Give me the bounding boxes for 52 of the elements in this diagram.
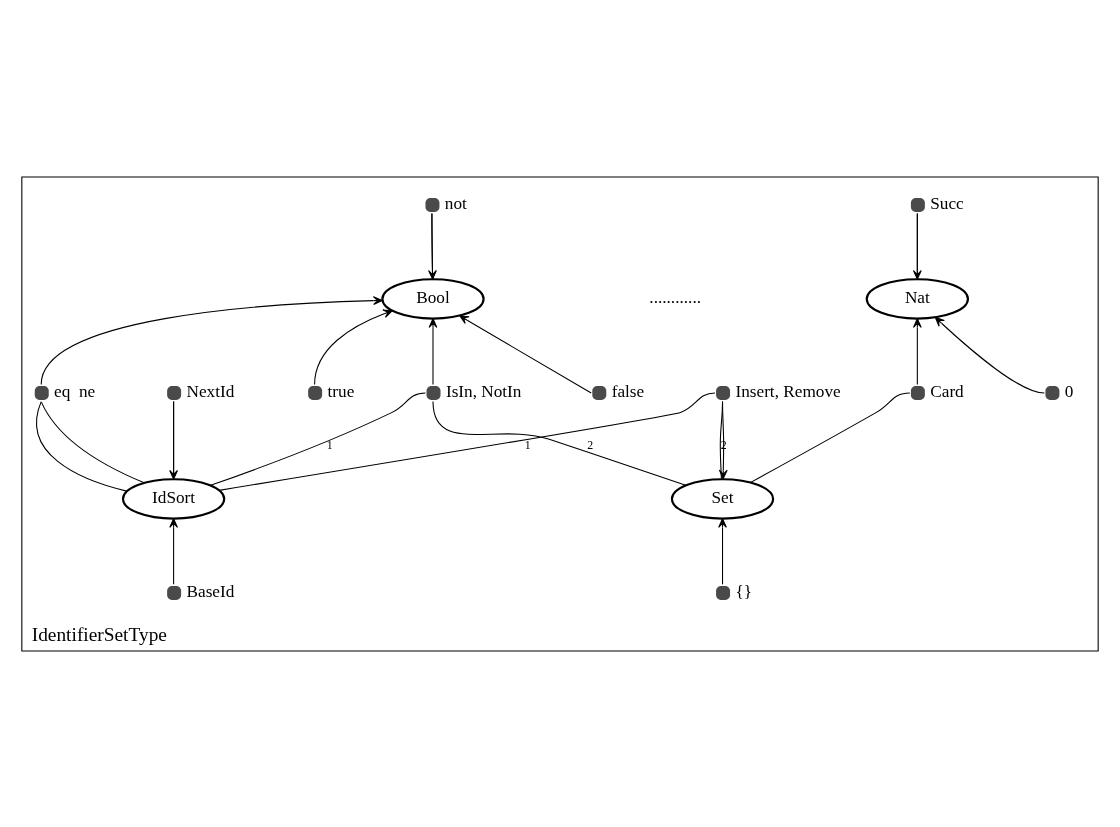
- node-label: true: [327, 381, 355, 401]
- arrow: [718, 517, 727, 585]
- node-label: ne: [78, 381, 96, 401]
- node-circle: [308, 385, 323, 400]
- arrow: [718, 400, 728, 479]
- arrow: [169, 400, 178, 480]
- label: ............: [649, 287, 701, 307]
- node-label: BaseId: [186, 581, 235, 601]
- node-ellipse: Nat: [865, 277, 969, 320]
- node-label: Succ: [930, 193, 964, 213]
- node-label: eq: [54, 381, 71, 401]
- arrow: [428, 212, 437, 280]
- connector: [218, 391, 716, 491]
- arrow: [428, 317, 438, 385]
- arrow: [40, 295, 383, 385]
- arrow: [169, 517, 178, 585]
- node-circle: [716, 385, 731, 400]
- node-label: Insert, Remove: [735, 381, 841, 401]
- edge-label: 2: [720, 437, 727, 452]
- node-ellipse: Set: [670, 477, 775, 520]
- arrow: [912, 212, 922, 280]
- node-circle: [425, 197, 440, 212]
- node-label: not: [444, 193, 467, 213]
- node-label: IsIn, NotIn: [445, 381, 522, 401]
- arrow: [934, 316, 1045, 394]
- node-circle: [910, 197, 925, 212]
- edge-label: 2: [587, 437, 594, 452]
- node-circle: [167, 585, 182, 600]
- node-ellipse: IdSort: [121, 477, 226, 520]
- node-label: false: [611, 381, 645, 401]
- node-label: NextId: [186, 381, 235, 401]
- node-circle: [1045, 385, 1060, 400]
- node-circle: [167, 385, 182, 400]
- connector: [719, 400, 724, 479]
- node-circle: [426, 385, 441, 400]
- node-circle: [716, 585, 731, 600]
- arrow: [314, 309, 393, 385]
- connector: [432, 400, 687, 486]
- connector: [750, 391, 911, 483]
- connector: [40, 401, 145, 483]
- node-circle: [592, 385, 607, 400]
- edge-label: 1: [524, 437, 531, 452]
- node-circle: [34, 385, 49, 400]
- node-label: {}: [735, 581, 752, 601]
- arrow: [912, 317, 922, 385]
- connector: [210, 391, 426, 486]
- edge-label: 1: [326, 437, 333, 452]
- node-label: Card: [930, 381, 964, 401]
- node-circle: [910, 385, 925, 400]
- arrow: [459, 314, 592, 394]
- node-label: 0: [1064, 381, 1074, 401]
- connector: [36, 400, 128, 492]
